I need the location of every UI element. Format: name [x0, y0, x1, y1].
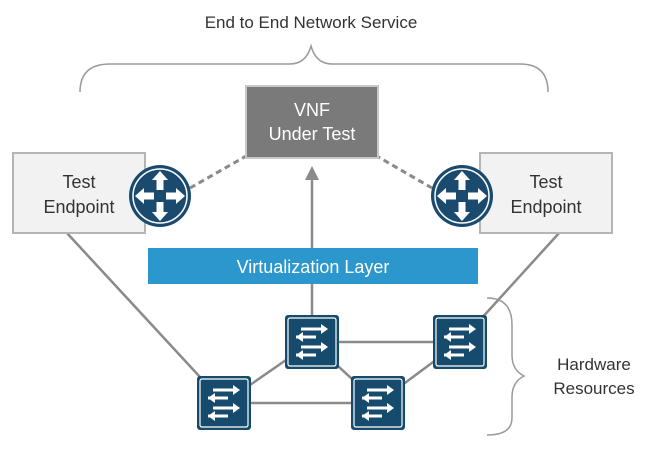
hardware-label-line1: Hardware: [557, 355, 631, 374]
vnf-box: VNF Under Test: [245, 85, 379, 159]
hardware-brace: [486, 297, 526, 436]
switch-icon-top-right: [432, 314, 488, 370]
router-icon-left: [128, 164, 192, 228]
dashed-link-left: [189, 153, 249, 190]
diagram-title: End to End Network Service: [205, 13, 418, 32]
left-endpoint-line1: Test: [62, 172, 95, 192]
switch-icon-bottom-right: [350, 375, 406, 431]
right-endpoint-line2: Endpoint: [510, 197, 581, 217]
left-test-endpoint: Test Endpoint: [12, 152, 146, 234]
switch-icon-top-center: [284, 314, 340, 370]
right-test-endpoint: Test Endpoint: [479, 152, 613, 234]
vnf-arrow: [305, 166, 319, 248]
switch-icon-bottom-left: [196, 375, 252, 431]
vnf-label-line2: Under Test: [269, 124, 356, 144]
top-brace: [79, 43, 549, 93]
right-endpoint-line1: Test: [529, 172, 562, 192]
vnf-label-line1: VNF: [294, 100, 330, 120]
dashed-link-right: [374, 153, 433, 190]
left-endpoint-line2: Endpoint: [43, 197, 114, 217]
virtualization-layer: Virtualization Layer: [148, 248, 478, 284]
router-icon-right: [430, 164, 494, 228]
hardware-label-line2: Resources: [553, 379, 634, 398]
virtualization-layer-label: Virtualization Layer: [237, 257, 390, 277]
